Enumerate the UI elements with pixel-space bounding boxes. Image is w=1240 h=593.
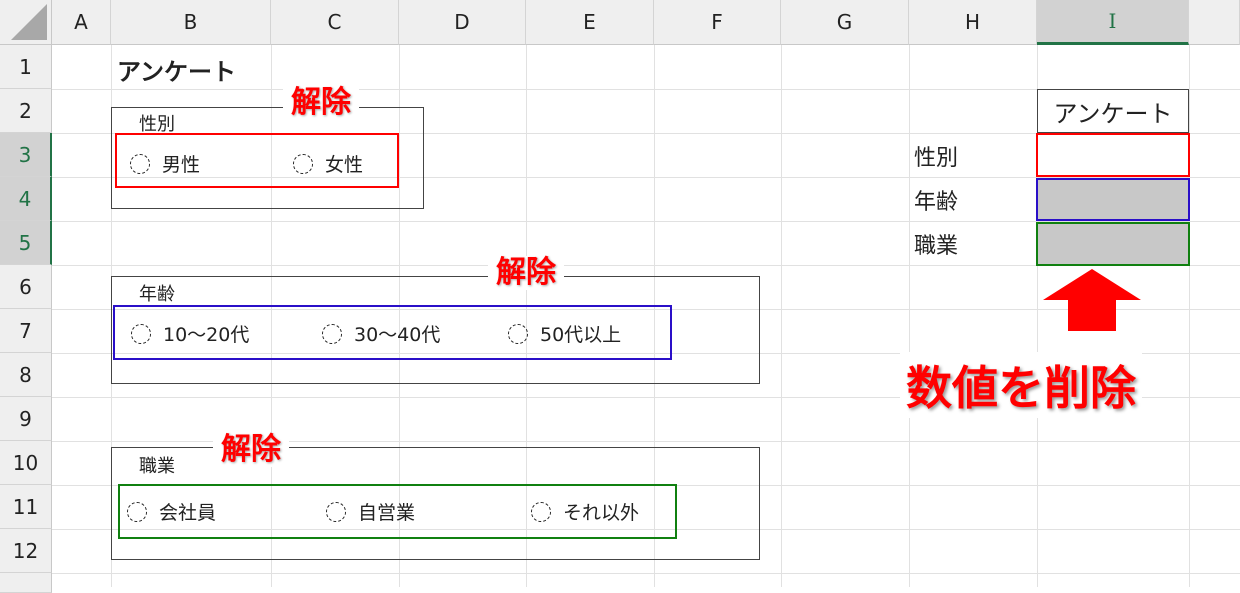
option-label: 10～20代	[163, 324, 250, 346]
radio-circle-icon	[326, 501, 346, 522]
option-label: 女性	[325, 154, 364, 176]
radio-male[interactable]: 男性	[130, 150, 200, 177]
radio-circle-icon	[130, 153, 150, 174]
option-label: 会社員	[159, 502, 217, 524]
age-result-cell[interactable]	[1036, 178, 1190, 221]
row-header-12[interactable]: 12	[0, 529, 52, 573]
gender-release-label: 解除	[283, 86, 359, 120]
row-header-10[interactable]: 10	[0, 441, 52, 485]
row-header-8[interactable]: 8	[0, 353, 52, 397]
label-job: 職業	[914, 234, 959, 259]
survey-title: アンケート	[117, 58, 237, 86]
option-label: 男性	[162, 154, 201, 176]
radio-circle-icon	[508, 323, 528, 344]
radio-circle-icon	[531, 501, 551, 522]
age-group-label: 年齢	[135, 280, 179, 306]
up-arrow-icon	[1043, 269, 1141, 331]
row-header-7[interactable]: 7	[0, 309, 52, 353]
column-header-g[interactable]: G	[781, 0, 909, 45]
row-header-11[interactable]: 11	[0, 485, 52, 529]
label-age: 年齢	[914, 190, 959, 215]
radio-other[interactable]: それ以外	[531, 498, 639, 525]
column-header-d[interactable]: D	[399, 0, 526, 45]
job-group-box[interactable]	[111, 447, 760, 560]
option-label: 50代以上	[540, 324, 622, 346]
column-header-f[interactable]: F	[654, 0, 781, 45]
select-all-triangle-icon	[11, 4, 47, 40]
delete-values-annotation: 数値を削除	[900, 352, 1142, 418]
row-header-13[interactable]	[0, 573, 52, 593]
row-header-9[interactable]: 9	[0, 397, 52, 441]
column-header-c[interactable]: C	[271, 0, 399, 45]
radio-age-30-40[interactable]: 30～40代	[322, 320, 440, 347]
row-header-1[interactable]: 1	[0, 45, 52, 89]
table-header-text: アンケート	[1053, 99, 1173, 128]
table-header-cell[interactable]: アンケート	[1037, 89, 1189, 133]
age-release-label: 解除	[488, 256, 564, 290]
column-header-e[interactable]: E	[526, 0, 654, 45]
row-header-5[interactable]: 5	[0, 221, 52, 265]
job-release-label: 解除	[213, 433, 289, 467]
age-group-box[interactable]	[111, 276, 760, 384]
job-result-cell[interactable]	[1036, 222, 1190, 266]
gender-group-box[interactable]	[111, 107, 424, 209]
option-label: 自営業	[358, 502, 416, 524]
select-all-corner[interactable]	[0, 0, 52, 45]
age-highlight	[113, 305, 672, 360]
job-group-label: 職業	[135, 452, 179, 478]
radio-age-10-20[interactable]: 10～20代	[131, 320, 249, 347]
row-header-3[interactable]: 3	[0, 133, 52, 177]
gender-highlight	[115, 133, 399, 188]
row-header-6[interactable]: 6	[0, 265, 52, 309]
job-highlight	[118, 484, 677, 539]
row-header-4[interactable]: 4	[0, 177, 52, 221]
radio-circle-icon	[322, 323, 342, 344]
option-label: 30～40代	[354, 324, 441, 346]
radio-female[interactable]: 女性	[293, 150, 363, 177]
radio-age-50-plus[interactable]: 50代以上	[508, 320, 621, 347]
gender-result-cell[interactable]	[1036, 133, 1190, 177]
radio-circle-icon	[131, 323, 151, 344]
column-header-j[interactable]	[1189, 0, 1240, 45]
radio-circle-icon	[293, 153, 313, 174]
radio-self-employed[interactable]: 自営業	[326, 498, 415, 525]
column-header-h[interactable]: H	[909, 0, 1037, 45]
option-label: それ以外	[563, 502, 640, 524]
gender-group-label: 性別	[135, 110, 179, 136]
column-header-b[interactable]: B	[111, 0, 271, 45]
column-header-i[interactable]: I	[1037, 0, 1189, 45]
row-header-2[interactable]: 2	[0, 89, 52, 133]
label-gender: 性別	[914, 146, 959, 171]
radio-circle-icon	[127, 501, 147, 522]
column-header-a[interactable]: A	[52, 0, 111, 45]
radio-employee[interactable]: 会社員	[127, 498, 216, 525]
